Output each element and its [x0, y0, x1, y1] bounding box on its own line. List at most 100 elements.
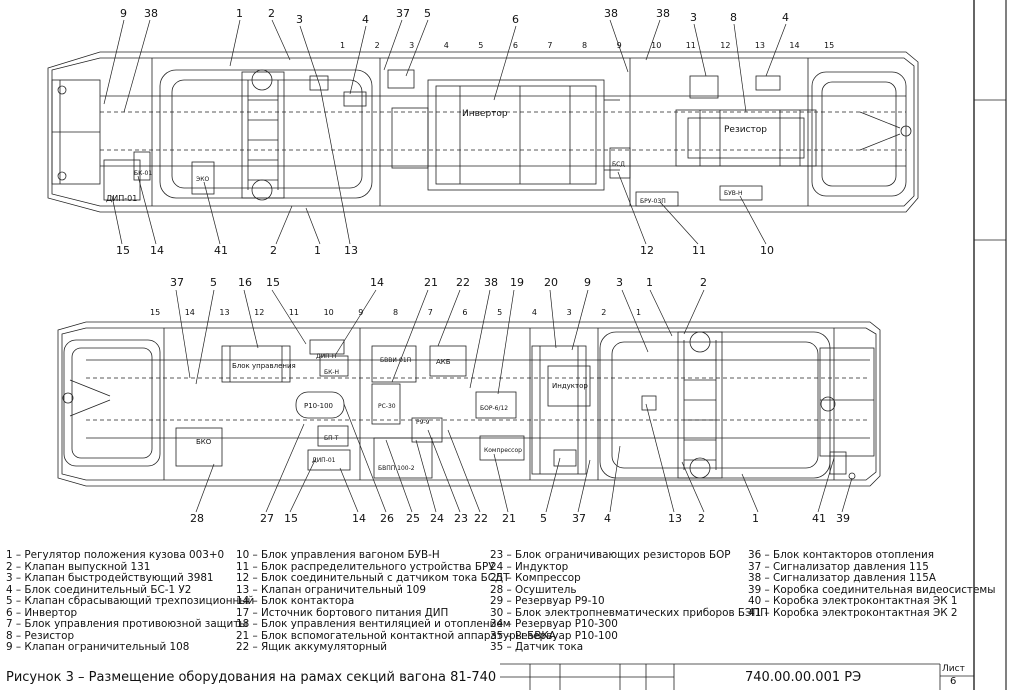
bottom-frame-callout-5: 5	[210, 276, 217, 289]
bottom-frame-drawing	[57, 321, 881, 487]
top-frame-callout-2: 2	[270, 244, 277, 257]
bottom-frame-callout-4: 4	[604, 512, 611, 525]
bottom-frame-callout-41: 41	[812, 512, 826, 525]
bottom-frame-section-number: 11	[289, 308, 299, 317]
top-frame-callout-6: 6	[512, 13, 519, 26]
bottom-frame-callout-37: 37	[170, 276, 184, 289]
legend-item: 21 – Блок вспомогательной контактной апп…	[236, 629, 556, 642]
label-p9: Р9-9	[416, 419, 430, 426]
legend-item: 5 – Клапан сбрасывающий трехпозиционный	[6, 595, 255, 607]
top-frame-callout-1: 1	[314, 244, 321, 257]
top-frame-section-number: 6	[513, 41, 518, 50]
label-eko: ЭКО	[196, 176, 209, 183]
legend-item: 29 – Резервуар Р9-10	[490, 595, 605, 607]
legend-item: 14 – Блок контактора	[236, 595, 355, 607]
top-frame-callout-4: 4	[782, 11, 789, 24]
label-dip: ДИП-01	[106, 194, 137, 203]
legend-item: 40 – Коробка электроконтактная ЭК 1	[748, 595, 958, 607]
bottom-frame-callout-1: 1	[646, 276, 653, 289]
legend-item: 37 – Сигнализатор давления 115	[748, 560, 929, 573]
top-frame-callout-2: 2	[268, 7, 275, 20]
bottom-frame-callout-15: 15	[266, 276, 280, 289]
legend-item: 35 – Резервуар Р10-100	[490, 629, 618, 642]
bottom-frame-callout-1: 1	[752, 512, 759, 525]
bottom-frame-callout-16: 16	[238, 276, 252, 289]
legend-item: 28 – Осушитель	[490, 583, 577, 596]
top-frame-callout-38: 38	[604, 7, 618, 20]
bottom-frame-callout-38: 38	[484, 276, 498, 289]
label-dip-o: ДИП-01	[312, 457, 336, 464]
top-frame-section-number: 5	[478, 41, 483, 50]
label-inverter: Инвертор	[462, 109, 508, 119]
legend-item: 2 – Клапан выпускной 131	[6, 560, 151, 573]
bottom-frame-callout-37: 37	[572, 512, 586, 525]
top-frame-section-number: 15	[824, 41, 834, 50]
bottom-frame-section-number: 2	[601, 308, 606, 317]
legend-item: 36 – Блок контакторов отопления	[748, 549, 935, 561]
label-bk-n: БК-Н	[324, 369, 339, 376]
legend-item: 34 – Резервуар Р10-300	[490, 618, 618, 630]
legend-column-1: 1 – Регулятор положения кузова 003+0 2 –…	[6, 549, 255, 654]
legend-item: 9 – Клапан ограничительный 108	[6, 641, 190, 653]
top-frame-section-number: 9	[617, 41, 622, 50]
legend-item: 25 – Компрессор	[490, 572, 581, 584]
label-bvpp: БВПП 100-2	[378, 465, 415, 472]
top-frame-drawing	[47, 51, 919, 213]
label-resistor: Резистор	[724, 125, 767, 135]
top-frame-section-number: 10	[651, 41, 661, 50]
legend-item: 23 – Блок ограничивающих резисторов БОР	[490, 549, 731, 561]
sheet-number: 6	[950, 676, 957, 687]
bottom-frame-section-number: 1	[636, 308, 641, 317]
top-frame-callout-1: 1	[236, 7, 243, 20]
bottom-frame-callout-20: 20	[544, 276, 558, 289]
bottom-frame-callout-9: 9	[584, 276, 591, 289]
top-frame-section-number: 12	[720, 41, 730, 50]
top-frame-callout-13: 13	[344, 244, 358, 257]
sheet-label: Лист	[942, 664, 965, 674]
top-frame-callout-15: 15	[116, 244, 130, 257]
legend-item: 35 – Датчик тока	[490, 641, 584, 653]
legend-item: 11 – Блок распределительного устройства …	[236, 560, 495, 573]
top-frame-section-number: 7	[547, 41, 552, 50]
top-frame-callout-14: 14	[150, 244, 164, 257]
top-frame-callout-3: 3	[296, 13, 303, 26]
label-bpt: БП-Т	[324, 435, 339, 442]
label-bru: БРУ-03П	[640, 198, 666, 205]
label-compressor: Компрессор	[484, 447, 522, 454]
bottom-frame-callout-26: 26	[380, 512, 394, 525]
legend-item: 41 – Коробка электроконтактная ЭК 2	[748, 606, 958, 619]
bottom-frame-section-number: 7	[428, 308, 433, 317]
bottom-frame-callout-15: 15	[284, 512, 298, 525]
bottom-frame-section-number: 8	[393, 308, 398, 317]
top-frame-callout-4: 4	[362, 13, 369, 26]
bottom-frame-section-number: 10	[324, 308, 334, 317]
label-buv: БУВ-Н	[724, 190, 743, 197]
top-frame-callout-5: 5	[424, 7, 431, 20]
top-frame-callout-12: 12	[640, 244, 654, 257]
bottom-frame-callout-22: 22	[456, 276, 470, 289]
top-frame-section-number: 8	[582, 41, 587, 50]
top-frame-section-number: 4	[444, 41, 449, 50]
bottom-frame-callout-14: 14	[370, 276, 384, 289]
bottom-frame-section-number: 3	[567, 308, 572, 317]
bottom-frame-callout-14: 14	[352, 512, 366, 525]
top-frame-callout-38: 38	[656, 7, 670, 20]
bottom-frame-section-number: 4	[532, 308, 537, 317]
label-inductor: Индуктор	[552, 382, 588, 390]
bottom-frame-callout-27: 27	[260, 512, 274, 525]
top-frame-section-number: 11	[686, 41, 696, 50]
bottom-frame-section-number: 9	[358, 308, 363, 317]
bottom-frame-section-number: 13	[219, 308, 229, 317]
label-p10-100: Р10-100	[304, 402, 333, 410]
label-akb: АКБ	[436, 358, 451, 366]
bottom-frame-callout-22: 22	[474, 512, 488, 525]
bottom-frame-section-number: 14	[185, 308, 195, 317]
legend-column-4: 36 – Блок контакторов отопления 37 – Сиг…	[748, 549, 995, 619]
document-number: 740.00.00.001 РЭ	[745, 670, 862, 685]
legend-item: 4 – Блок соединительный БС-1 У2	[6, 583, 192, 596]
legend-item: 22 – Ящик аккумуляторный	[236, 641, 388, 653]
label-bsd: БСД	[612, 161, 625, 168]
top-frame-callout-3: 3	[690, 11, 697, 24]
legend-column-2: 10 – Блок управления вагоном БУВ-Н 11 – …	[236, 549, 556, 654]
